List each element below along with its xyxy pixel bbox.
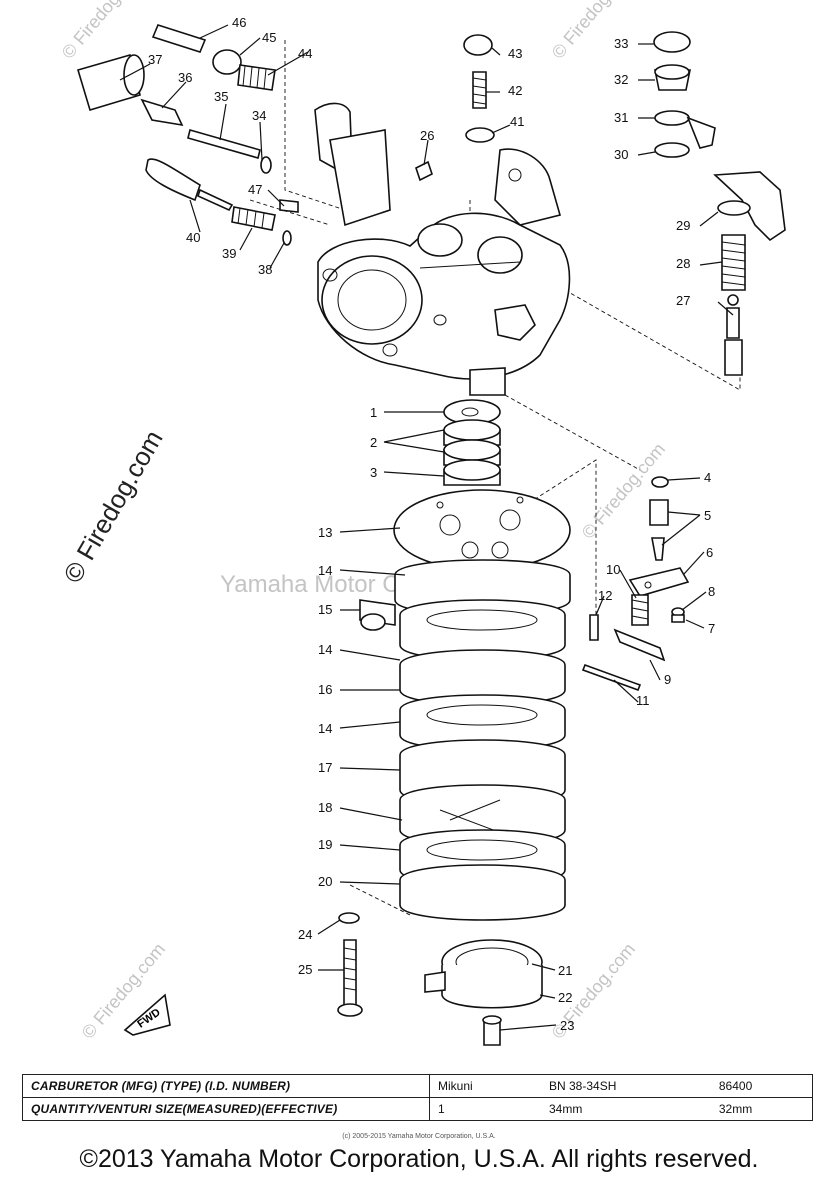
spec-mfg: Mikuni: [429, 1074, 541, 1098]
spec-row-quantity: QUANTITY/VENTURI SIZE(MEASURED)(EFFECTIV…: [22, 1097, 813, 1121]
callout-9: 9: [664, 672, 671, 687]
callout-44: 44: [298, 46, 312, 61]
callout-38: 38: [258, 262, 272, 277]
small-copyright: (c) 2005-2015 Yamaha Motor Corporation, …: [342, 1133, 496, 1140]
callout-20: 20: [318, 874, 332, 889]
callout-26: 26: [420, 128, 434, 143]
callout-45: 45: [262, 30, 276, 45]
spec-label-carburetor: CARBURETOR (MFG) (TYPE) (I.D. NUMBER): [22, 1074, 430, 1098]
callout-25: 25: [298, 962, 312, 977]
callout-31: 31: [614, 110, 628, 125]
fuel-pump-stack: [359, 489, 571, 921]
forward-arrow: FWD: [123, 993, 171, 1036]
callout-2: 2: [370, 435, 377, 450]
spec-label-quantity: QUANTITY/VENTURI SIZE(MEASURED)(EFFECTIV…: [22, 1097, 430, 1121]
callout-28: 28: [676, 256, 690, 271]
callout-34: 34: [252, 108, 266, 123]
callout-41: 41: [510, 114, 524, 129]
float-bowl-parts: [337, 912, 543, 1046]
callout-17: 17: [318, 760, 332, 775]
callout-35: 35: [214, 89, 228, 104]
idle-adjust-parts: [77, 24, 299, 246]
callout-14a: 14: [318, 563, 332, 578]
callout-24: 24: [298, 927, 312, 942]
needle-valve-parts: [581, 476, 690, 692]
spec-type: BN 38-34SH: [541, 1074, 711, 1098]
carburetor-spec-table: CARBURETOR (MFG) (TYPE) (I.D. NUMBER) Mi…: [22, 1074, 813, 1121]
callout-27: 27: [676, 293, 690, 308]
pilot-screw-parts: [415, 34, 495, 182]
starter-plunger-parts: [653, 31, 786, 376]
callout-32: 32: [614, 72, 628, 87]
spec-venturi-measured: 34mm: [541, 1097, 711, 1121]
callout-21: 21: [558, 963, 572, 978]
callout-15: 15: [318, 602, 332, 617]
callout-16: 16: [318, 682, 332, 697]
callout-29: 29: [676, 218, 690, 233]
watermark-faint-3: © Firedog.com: [578, 439, 669, 542]
callout-11: 11: [636, 693, 650, 708]
callout-39: 39: [222, 246, 236, 261]
spec-quantity: 1: [429, 1097, 541, 1121]
callout-5: 5: [704, 508, 711, 523]
callout-30: 30: [614, 147, 628, 162]
callout-13: 13: [318, 525, 332, 540]
callout-40: 40: [186, 230, 200, 245]
callout-18: 18: [318, 800, 332, 815]
callout-6: 6: [706, 545, 713, 560]
callout-4: 4: [704, 470, 711, 485]
spec-id-number: 86400: [710, 1074, 813, 1098]
callout-33: 33: [614, 36, 628, 51]
callout-46: 46: [232, 15, 246, 30]
callout-10: 10: [606, 562, 620, 577]
callout-7: 7: [708, 621, 715, 636]
callout-36: 36: [178, 70, 192, 85]
callout-labels: 1 2 3 4 5 6 7 8 9 10 11 12 13 14 14 14 1…: [148, 15, 715, 1033]
callout-1: 1: [370, 405, 377, 420]
callout-14c: 14: [318, 721, 332, 736]
callout-19: 19: [318, 837, 332, 852]
watermark-faint-1: © Firedog.com: [58, 0, 149, 63]
callout-22: 22: [558, 990, 572, 1005]
callout-42: 42: [508, 83, 522, 98]
callout-12: 12: [598, 588, 612, 603]
callout-43: 43: [508, 46, 522, 61]
carburetor-body: [314, 102, 571, 396]
watermark-side: © Firedog.com: [57, 425, 168, 588]
copyright-notice: ©2013 Yamaha Motor Corporation, U.S.A. A…: [79, 1145, 759, 1173]
callout-47: 47: [248, 182, 262, 197]
callout-37: 37: [148, 52, 162, 67]
spec-venturi-effective: 32mm: [710, 1097, 813, 1121]
main-jet-stack: [443, 399, 501, 486]
callout-3: 3: [370, 465, 377, 480]
watermark-faint-2: © Firedog.com: [548, 0, 639, 63]
callout-23: 23: [560, 1018, 574, 1033]
callout-8: 8: [708, 584, 715, 599]
exploded-parts-diagram: Yamaha Motor Corp., U.S.A. © Firedog.com…: [57, 0, 786, 1046]
spec-row-carburetor: CARBURETOR (MFG) (TYPE) (I.D. NUMBER) Mi…: [22, 1074, 813, 1098]
callout-14b: 14: [318, 642, 332, 657]
callout-leaders: [119, 24, 734, 1031]
